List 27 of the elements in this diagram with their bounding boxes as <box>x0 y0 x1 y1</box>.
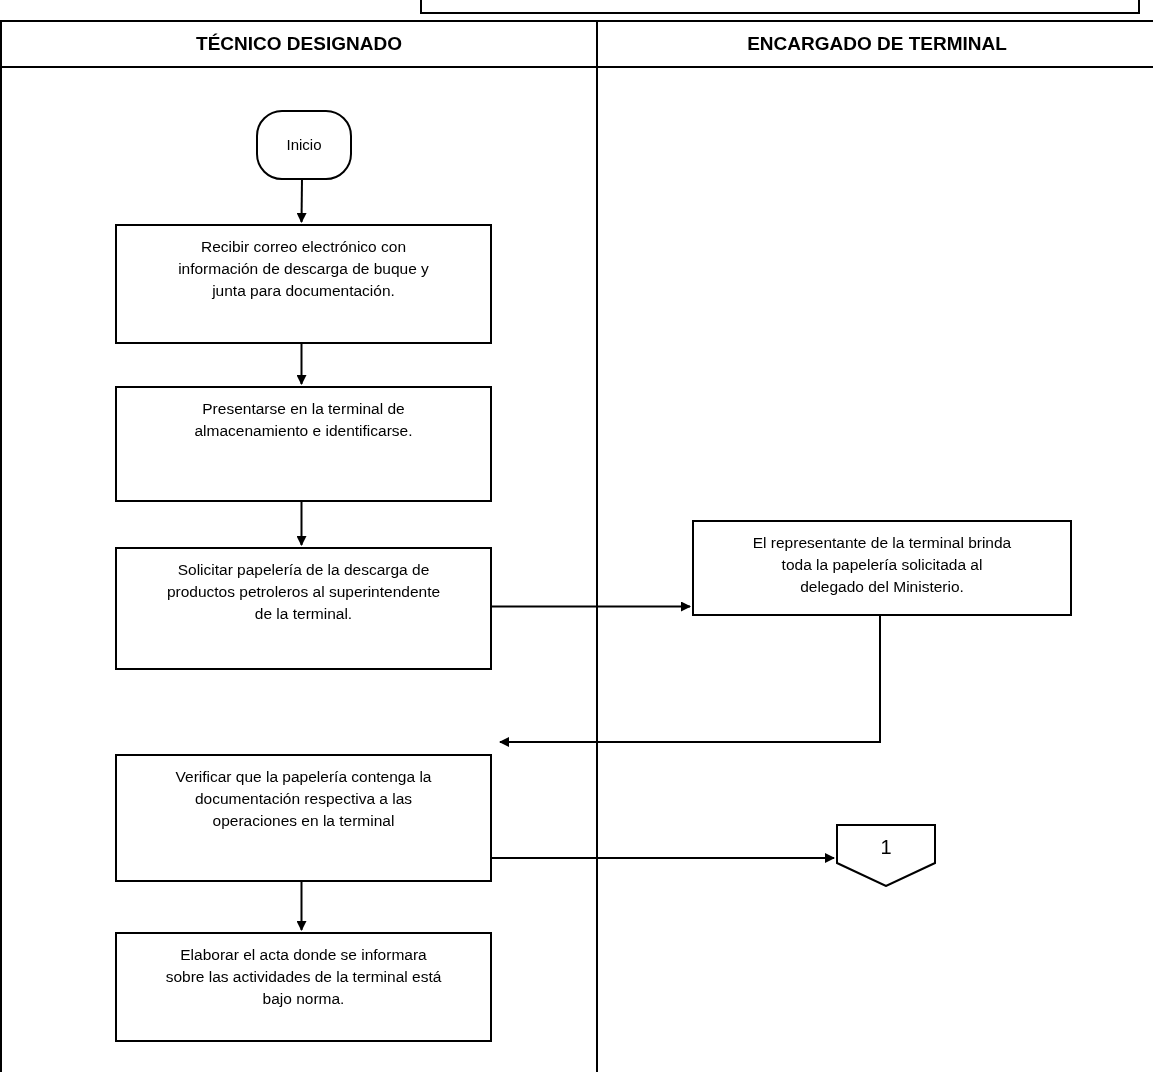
lane-heading: TÉCNICO DESIGNADO <box>196 31 402 56</box>
process-box <box>692 520 1072 616</box>
process-box <box>115 386 492 502</box>
step-text: Verificar que la papelería contenga la documentación respectiva a las operaciones en la terminal <box>174 767 433 831</box>
arrow <box>296 499 307 546</box>
step-text: Solicitar papelería de la descarga de productos petroleros al superintendente de la terminal. <box>165 560 442 624</box>
arrow <box>489 853 835 863</box>
step-text: Inicio <box>286 134 322 155</box>
lane-heading: ENCARGADO DE TERMINAL <box>747 31 1007 56</box>
process-box <box>115 754 492 882</box>
arrow <box>296 341 307 385</box>
off-page-connector <box>836 824 936 887</box>
connector-number: 1 <box>880 835 892 860</box>
process-box <box>115 547 492 670</box>
process-box <box>115 932 492 1042</box>
arrow <box>499 613 881 747</box>
swimlane <box>596 20 1153 1072</box>
arrow <box>296 177 307 223</box>
step-text: Presentarse en la terminal de almacenamiento e identificarse. <box>193 399 414 441</box>
process-box <box>115 224 492 344</box>
step-text: Recibir correo electrónico con información de descarga de buque y junta para documentación. <box>177 237 430 301</box>
arrow <box>489 601 691 612</box>
swimlane <box>0 20 596 1072</box>
arrow <box>296 879 307 931</box>
step-text: El representante de la terminal brinda toda la papelería solicitada al delegado del Ministerio. <box>751 533 1013 597</box>
step-text: Elaborar el acta donde se informara sobre las actividades de la terminal está bajo norma. <box>164 945 443 1009</box>
start-terminator <box>256 110 352 180</box>
